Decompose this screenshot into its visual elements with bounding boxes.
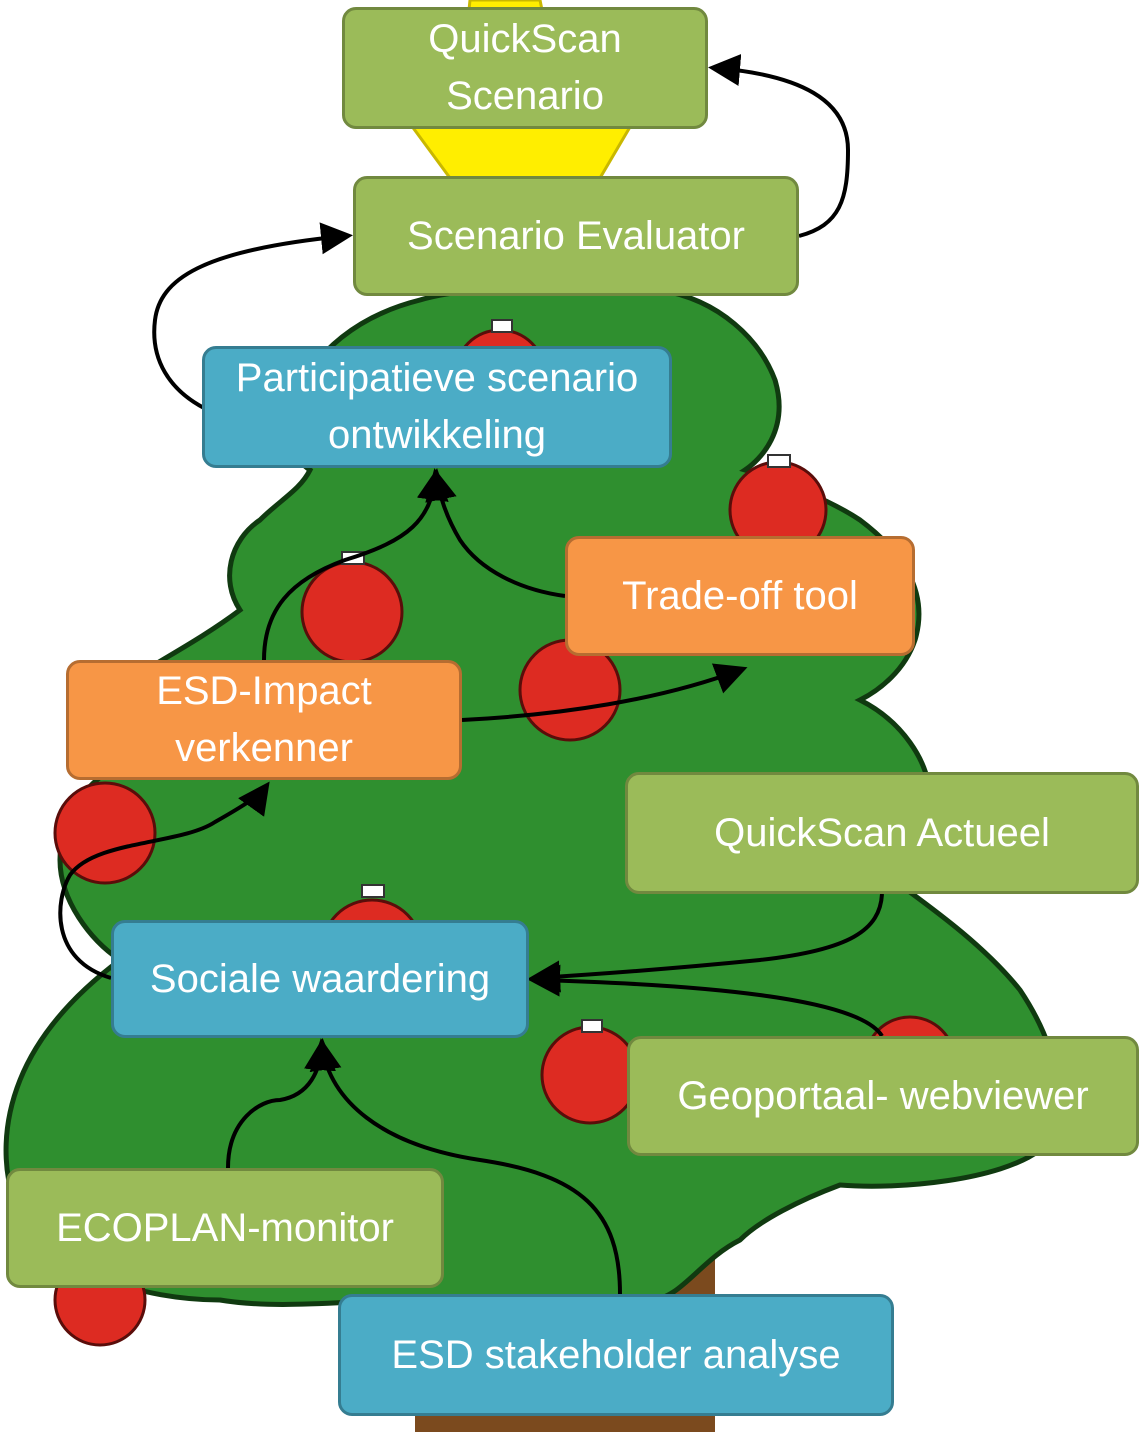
ornament-cap: [767, 454, 791, 468]
ecoplan-monitor-label: ECOPLAN-monitor: [56, 1205, 394, 1250]
arrow-esd_impact-to-participatieve: [262, 468, 449, 661]
esd-stakeholder-analyse-label: ESD stakeholder analyse: [391, 1332, 841, 1377]
quickscan-actueel-label: QuickScan Actueel: [714, 810, 1050, 855]
participatieve-scenario-box[interactable]: Participatieve scenario ontwikkeling: [202, 346, 672, 468]
scenario-evaluator-box[interactable]: Scenario Evaluator: [353, 176, 799, 296]
arrow-tradeoff-to-participatieve: [425, 468, 566, 598]
sociale-waardering-box[interactable]: Sociale waardering: [111, 920, 529, 1038]
geoportaal-webviewer-label: Geoportaal- webviewer: [677, 1073, 1089, 1118]
tradeoff-tool-label: Trade-off tool: [622, 573, 858, 618]
quickscan-scenario-label: QuickScan Scenario: [428, 17, 622, 118]
ecoplan-monitor-box[interactable]: ECOPLAN-monitor: [6, 1168, 444, 1288]
quickscan-actueel-box[interactable]: QuickScan Actueel: [625, 772, 1139, 894]
scenario-evaluator-label: Scenario Evaluator: [407, 213, 745, 258]
arrow-scenario_evaluator-to-quickscan_scenario: [708, 54, 851, 238]
ornament-cap: [491, 319, 513, 333]
arrow-stakeholder-to-sociale: [309, 1038, 622, 1295]
sociale-waardering-label: Sociale waardering: [149, 956, 491, 1001]
esd-stakeholder-analyse-box[interactable]: ESD stakeholder analyse: [338, 1294, 894, 1416]
participatieve-scenario-label: Participatieve scenario ontwikkeling: [235, 356, 639, 457]
quickscan-scenario-box[interactable]: QuickScan Scenario: [342, 7, 708, 129]
arrow-ecoplan-to-sociale: [226, 1038, 336, 1169]
esd-impact-box[interactable]: ESD-Impact verkenner: [66, 660, 462, 780]
ornament-cap: [361, 884, 385, 898]
arrow-esd_impact-to-tradeoff: [461, 663, 748, 722]
esd-impact-label: ESD-Impact verkenner: [156, 669, 372, 770]
geoportaal-webviewer-box[interactable]: Geoportaal- webviewer: [627, 1036, 1139, 1156]
arrow-geoportaal-to-sociale: [528, 964, 884, 1038]
ornament-ball: [53, 781, 157, 885]
arrow-sociale-to-esd_impact: [58, 781, 270, 980]
ornament-cap: [581, 1019, 603, 1033]
arrow-quickscan_actueel-to-sociale: [528, 893, 884, 993]
arrow-participatieve-to-scenario_evaluator: [152, 222, 353, 410]
tradeoff-tool-box[interactable]: Trade-off tool: [565, 536, 915, 656]
